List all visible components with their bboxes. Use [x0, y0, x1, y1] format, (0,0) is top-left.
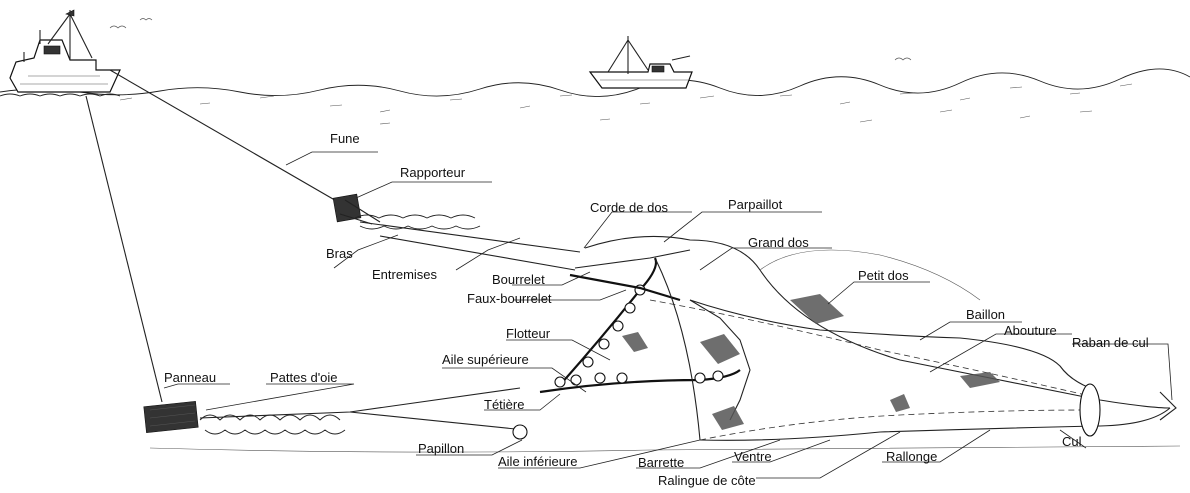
label-fune: Fune	[330, 131, 360, 146]
sea-surface	[0, 19, 1190, 125]
label-cul: Cul	[1062, 434, 1082, 449]
rapporteur-icon	[333, 194, 380, 224]
label-parpaillot: Parpaillot	[728, 197, 782, 212]
label-aile-superieure: Aile supérieure	[442, 352, 529, 367]
lower-sweep	[200, 388, 527, 439]
bourrelet-rope	[570, 275, 680, 300]
label-bourrelet: Bourrelet	[492, 272, 545, 287]
label-panneau: Panneau	[164, 370, 216, 385]
label-petit-dos: Petit dos	[858, 268, 909, 283]
label-ventre: Ventre	[734, 449, 772, 464]
distant-trawler-icon	[590, 36, 692, 88]
label-rapporteur: Rapporteur	[400, 165, 465, 180]
label-flotteur: Flotteur	[506, 326, 550, 341]
papillon-float	[513, 425, 527, 439]
headline-floats	[540, 258, 740, 392]
panneau-warp	[86, 96, 162, 402]
label-aile-inferieure: Aile inférieure	[498, 454, 578, 469]
trawler-icon	[0, 10, 120, 96]
label-barrette: Barrette	[638, 455, 684, 470]
label-rallonge: Rallonge	[886, 449, 937, 464]
label-tetiere: Tétière	[484, 397, 524, 412]
label-grand-dos: Grand dos	[748, 235, 809, 250]
label-corde-de-dos: Corde de dos	[590, 200, 668, 215]
label-ralingue-de-cote: Ralingue de côte	[658, 473, 756, 488]
label-raban-de-cul: Raban de cul	[1072, 335, 1149, 350]
label-faux-bourrelet: Faux-bourrelet	[467, 291, 552, 306]
panneau-icon	[144, 401, 198, 432]
label-pattes-doie: Pattes d'oie	[270, 370, 338, 385]
label-entremises: Entremises	[372, 267, 437, 282]
label-bras: Bras	[326, 246, 353, 261]
label-abouture: Abouture	[1004, 323, 1057, 338]
sea-floor	[150, 446, 1180, 452]
label-baillon: Baillon	[966, 307, 1005, 322]
label-papillon: Papillon	[418, 441, 464, 456]
upper-sweep	[355, 215, 580, 270]
